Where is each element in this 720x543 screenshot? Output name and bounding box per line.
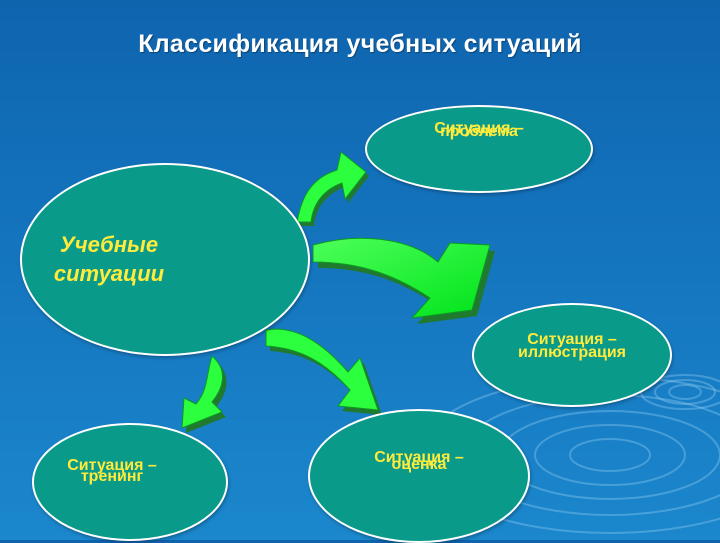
central-node-line1: Учебные — [59, 231, 159, 257]
node-training-line2: тренинг — [80, 468, 144, 485]
node-training: Ситуация – тренинг — [32, 423, 228, 541]
node-evaluation-line1: Ситуация – — [374, 449, 464, 467]
node-problem-line2: проблема — [440, 123, 518, 140]
arrow-to-illustration-icon — [312, 237, 495, 324]
node-problem-line1: Ситуация – — [434, 120, 524, 138]
slide-title: Классификация учебных ситуаций — [138, 30, 582, 58]
node-illustration-line2: иллюстрация — [517, 344, 627, 361]
node-evaluation: Ситуация – оценка — [308, 409, 530, 543]
arrow-to-training-icon — [181, 355, 227, 433]
node-training-line1: Ситуация – — [67, 457, 157, 475]
node-evaluation-line2: оценка — [391, 456, 447, 473]
node-illustration: Ситуация – иллюстрация — [472, 303, 672, 407]
node-problem: Ситуация – проблема — [365, 105, 593, 193]
node-illustration-line1: Ситуация – — [527, 331, 617, 349]
arrow-to-evaluation-icon — [265, 328, 382, 415]
arrow-to-problem-icon — [296, 151, 369, 226]
central-node-line2: ситуации — [53, 260, 165, 286]
central-node: Учебные ситуации — [20, 163, 310, 356]
